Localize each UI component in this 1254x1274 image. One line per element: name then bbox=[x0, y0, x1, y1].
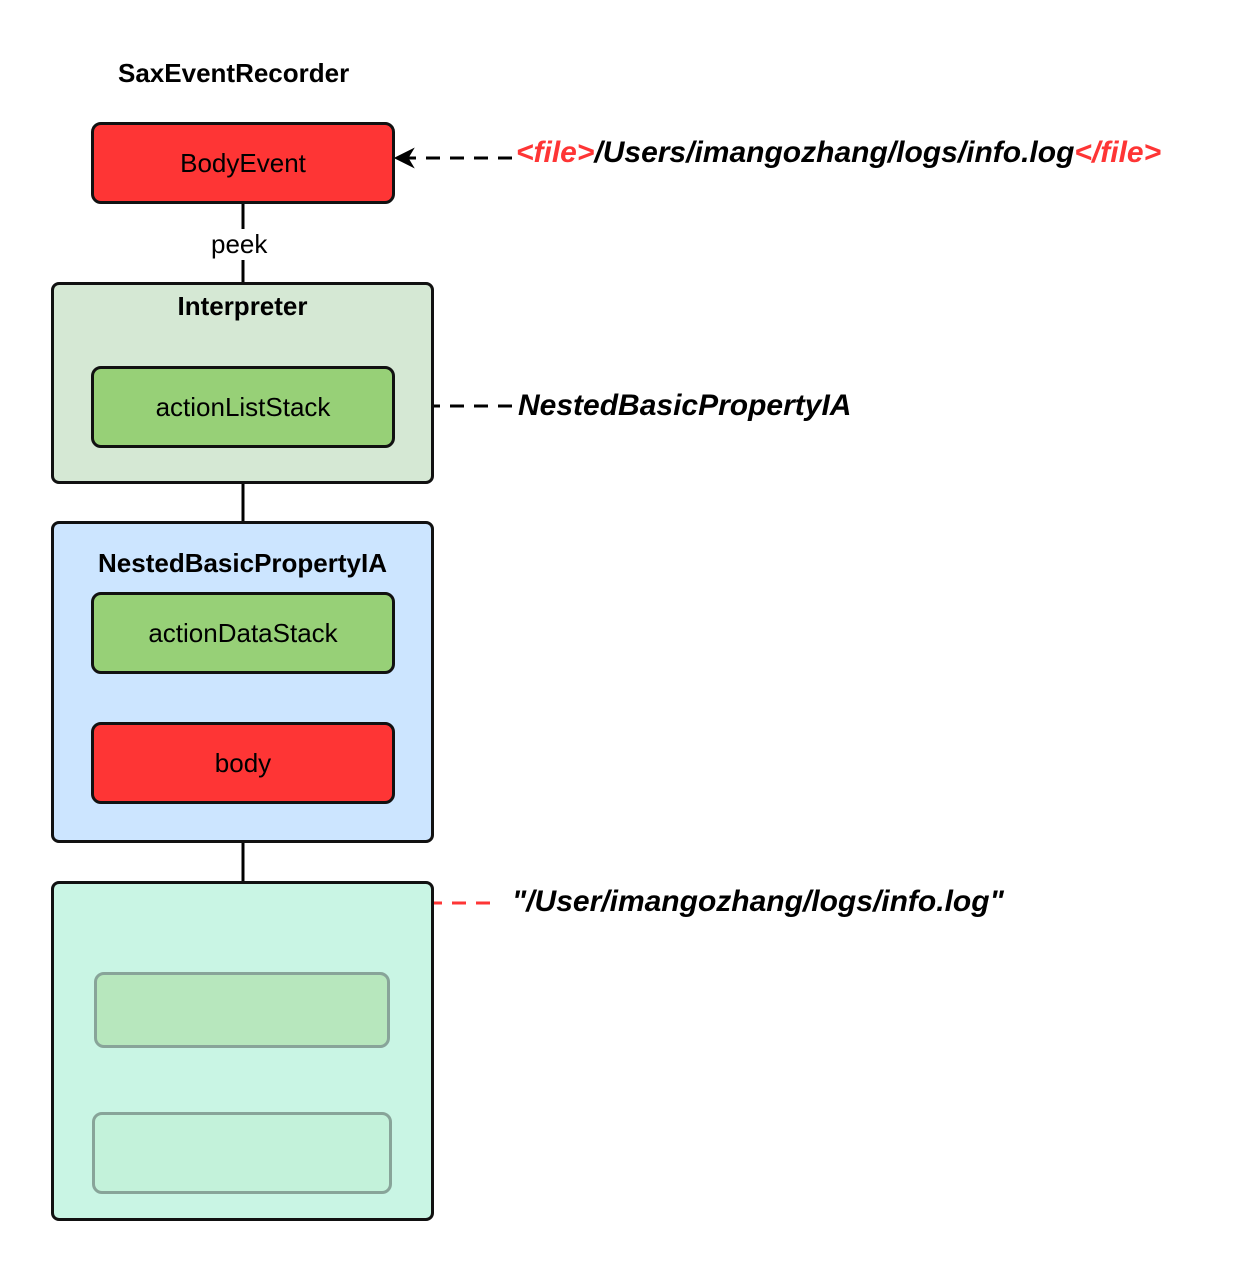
file-annotation: <file>/Users/imangozhang/logs/info.log</… bbox=[516, 136, 1161, 170]
action-list-stack-node[interactable]: actionListStack bbox=[91, 366, 395, 448]
interpreter-title: Interpreter bbox=[177, 291, 308, 321]
file-tag-open: <file> bbox=[516, 136, 595, 169]
recorder-title: SaxEventRecorder bbox=[118, 58, 350, 88]
bottom-inner-node-2 bbox=[92, 1112, 392, 1194]
body-event-label: BodyEvent bbox=[180, 147, 306, 178]
action-data-stack-node[interactable]: actionDataStack bbox=[91, 592, 395, 674]
file-path: /Users/imangozhang/logs/info.log bbox=[594, 136, 1075, 169]
action-list-stack-label: actionListStack bbox=[155, 391, 331, 422]
body-node[interactable]: body bbox=[91, 722, 395, 804]
body-label: body bbox=[214, 747, 272, 778]
bottom-inner-node-1 bbox=[94, 972, 390, 1048]
string-value-annotation: "/User/imangozhang/logs/info.log" bbox=[512, 885, 1004, 918]
peek-label: peek bbox=[207, 229, 272, 260]
bottom-container[interactable] bbox=[51, 881, 434, 1221]
nested-action-annotation: NestedBasicPropertyIA bbox=[518, 389, 852, 422]
action-data-stack-label: actionDataStack bbox=[148, 617, 338, 648]
nested-title: NestedBasicPropertyIA bbox=[98, 548, 387, 578]
file-tag-close: </file> bbox=[1074, 136, 1162, 169]
body-event-node[interactable]: BodyEvent bbox=[91, 122, 395, 204]
